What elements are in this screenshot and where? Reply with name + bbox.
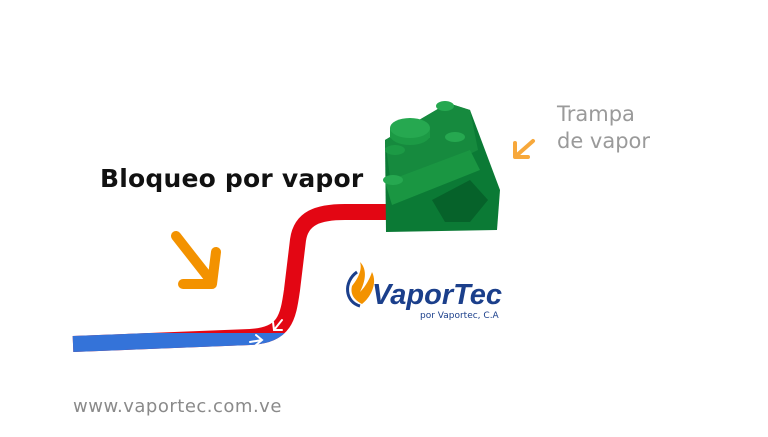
pointer-arrow-icon bbox=[513, 139, 535, 159]
svg-text:por Vaportec, C.A: por Vaportec, C.A bbox=[420, 311, 500, 321]
pointer-arrow-icon bbox=[171, 231, 221, 289]
diagram-title: Bloqueo por vapor bbox=[100, 164, 364, 193]
trap-label-line2: de vapor bbox=[557, 129, 651, 153]
steam-trap-label: Trampa de vapor bbox=[557, 101, 650, 155]
steam-pipe bbox=[72, 204, 392, 352]
steam-trap bbox=[383, 101, 500, 232]
website-url: www.vaportec.com.ve bbox=[73, 396, 282, 417]
pipe bbox=[72, 204, 392, 352]
vaportec-logo: VaporTec por Vaportec, C.A bbox=[346, 262, 502, 321]
flow-arrow-icon bbox=[249, 334, 264, 346]
flow-arrow-icon bbox=[272, 319, 283, 331]
condensate-pipe bbox=[72, 333, 285, 352]
svg-text:VaporTec: VaporTec bbox=[372, 279, 502, 311]
trap-label-line1: Trampa bbox=[557, 102, 635, 126]
